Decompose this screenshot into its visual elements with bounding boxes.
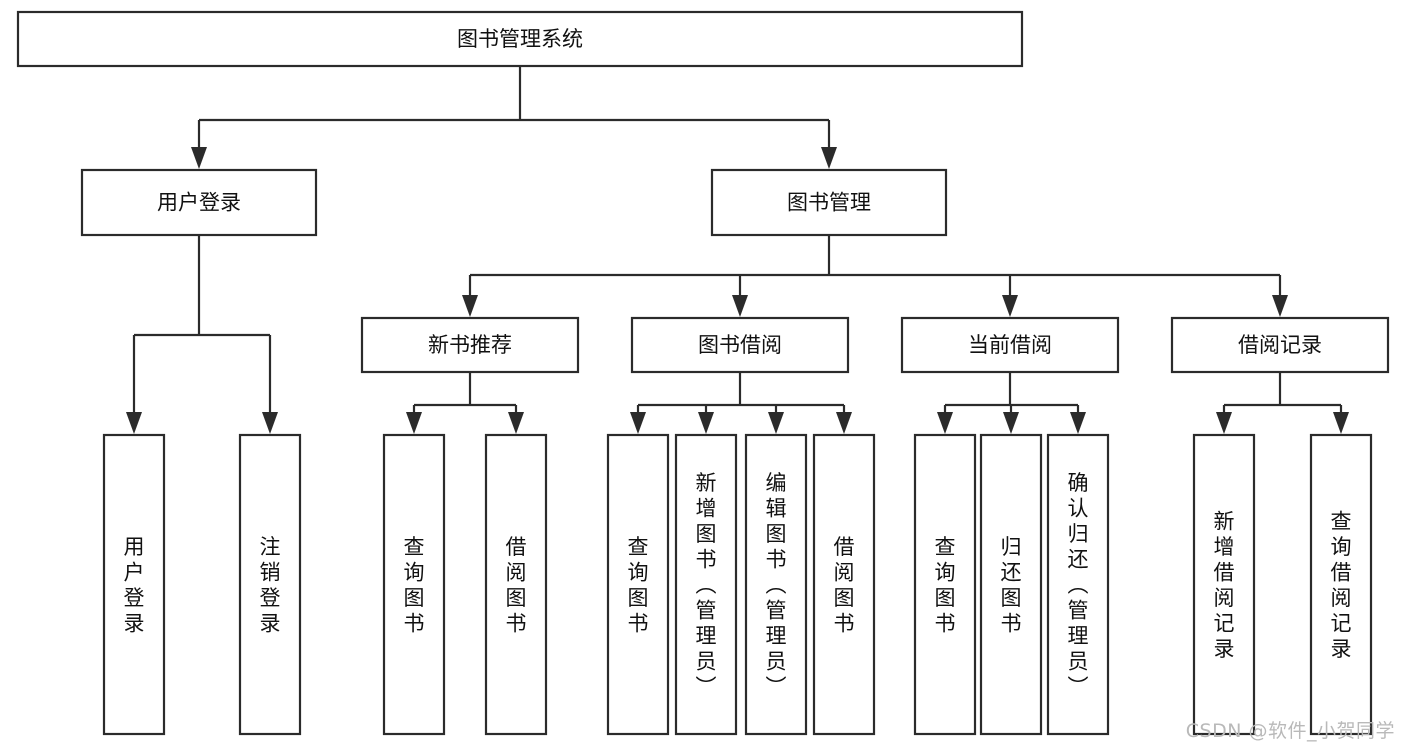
node-leaf-re-query[interactable]: 查询借阅记录 — [1309, 433, 1373, 736]
arrow-head-icon — [836, 412, 852, 434]
node-leaf-cu-return[interactable]: 归还图书 — [979, 433, 1043, 736]
node-leaf-bo-borrow[interactable]: 借阅图书 — [812, 433, 876, 736]
node-records[interactable]: 借阅记录 — [1170, 316, 1390, 374]
node-label: 查询图书 — [628, 535, 649, 636]
arrow-head-icon — [1002, 295, 1018, 317]
node-label: 用户登录 — [124, 535, 145, 636]
node-leaf-user-login[interactable]: 用户登录 — [102, 433, 166, 736]
node-label: 新增图书︵管理员︶ — [696, 471, 717, 699]
connector-group-root — [191, 66, 837, 169]
node-leaf-nb-borrow[interactable]: 借阅图书 — [484, 433, 548, 736]
arrow-head-icon — [937, 412, 953, 434]
arrow-head-icon — [1070, 412, 1086, 434]
node-box[interactable] — [900, 316, 1120, 374]
node-label: 新增借阅记录 — [1214, 509, 1235, 661]
node-leaf-cu-confirm[interactable]: 确认归还︵管理员︶ — [1046, 433, 1110, 736]
node-box[interactable] — [484, 433, 548, 736]
arrow-head-icon — [1333, 412, 1349, 434]
node-leaf-bo-edit[interactable]: 编辑图书︵管理员︶ — [744, 433, 808, 736]
node-label: 注销登录 — [260, 535, 281, 636]
connector-group-borrow — [630, 372, 852, 434]
node-box[interactable] — [674, 433, 738, 736]
arrow-head-icon — [508, 412, 524, 434]
connector-group-records — [1216, 372, 1349, 434]
connector-group-current — [937, 372, 1086, 434]
node-label: 借阅图书 — [506, 535, 527, 636]
node-label: 图书管理系统 — [457, 27, 583, 51]
node-box[interactable] — [1046, 433, 1110, 736]
node-label: 编辑图书︵管理员︶ — [766, 471, 787, 699]
node-root[interactable]: 图书管理系统 — [16, 10, 1024, 68]
node-leaf-bo-query[interactable]: 查询图书 — [606, 433, 670, 736]
arrow-head-icon — [262, 412, 278, 434]
arrow-head-icon — [821, 147, 837, 169]
arrow-head-icon — [126, 412, 142, 434]
node-leaf-bo-add[interactable]: 新增图书︵管理员︶ — [674, 433, 738, 736]
node-label: 归还图书 — [1001, 535, 1022, 636]
node-label: 查询借阅记录 — [1331, 509, 1352, 661]
node-leaf-nb-query[interactable]: 查询图书 — [382, 433, 446, 736]
node-label: 当前借阅 — [968, 333, 1052, 357]
node-box[interactable] — [1309, 433, 1373, 736]
arrow-head-icon — [191, 147, 207, 169]
connector-group-login — [126, 235, 278, 434]
csdn-watermark: CSDN @软件_小贺同学 — [1185, 720, 1395, 742]
node-label: 图书借阅 — [698, 333, 782, 357]
node-box[interactable] — [1192, 433, 1256, 736]
connector-group-bookmgmt — [462, 235, 1288, 317]
arrow-head-icon — [732, 295, 748, 317]
node-box[interactable] — [1170, 316, 1390, 374]
arrow-head-icon — [406, 412, 422, 434]
node-box[interactable] — [16, 10, 1024, 68]
node-current[interactable]: 当前借阅 — [900, 316, 1120, 374]
edge-layer — [126, 66, 1349, 434]
node-box[interactable] — [812, 433, 876, 736]
node-box[interactable] — [744, 433, 808, 736]
arrow-head-icon — [462, 295, 478, 317]
node-box[interactable] — [606, 433, 670, 736]
arrow-head-icon — [630, 412, 646, 434]
arrow-head-icon — [698, 412, 714, 434]
node-borrow[interactable]: 图书借阅 — [630, 316, 850, 374]
node-box[interactable] — [360, 316, 580, 374]
node-leaf-cu-query[interactable]: 查询图书 — [913, 433, 977, 736]
node-label: 借阅图书 — [834, 535, 855, 636]
node-box[interactable] — [913, 433, 977, 736]
node-label: 查询图书 — [404, 535, 425, 636]
node-leaf-user-logout[interactable]: 注销登录 — [238, 433, 302, 736]
node-layer: 图书管理系统用户登录图书管理新书推荐图书借阅当前借阅借阅记录用户登录注销登录查询… — [16, 10, 1390, 736]
node-label: 新书推荐 — [428, 333, 512, 357]
node-box[interactable] — [382, 433, 446, 736]
node-label: 借阅记录 — [1238, 333, 1322, 357]
node-box[interactable] — [80, 168, 318, 237]
node-box[interactable] — [630, 316, 850, 374]
node-label: 用户登录 — [157, 191, 241, 215]
arrow-head-icon — [1272, 295, 1288, 317]
node-box[interactable] — [710, 168, 948, 237]
node-label: 查询图书 — [935, 535, 956, 636]
node-box[interactable] — [102, 433, 166, 736]
connector-group-newbook — [406, 372, 524, 434]
arrow-head-icon — [768, 412, 784, 434]
node-login[interactable]: 用户登录 — [80, 168, 318, 237]
node-box[interactable] — [238, 433, 302, 736]
node-bookmgmt[interactable]: 图书管理 — [710, 168, 948, 237]
node-label: 确认归还︵管理员︶ — [1068, 471, 1089, 699]
node-box[interactable] — [979, 433, 1043, 736]
node-leaf-re-add[interactable]: 新增借阅记录 — [1192, 433, 1256, 736]
node-newbook[interactable]: 新书推荐 — [360, 316, 580, 374]
arrow-head-icon — [1003, 412, 1019, 434]
node-label: 图书管理 — [787, 191, 871, 215]
arrow-head-icon — [1216, 412, 1232, 434]
